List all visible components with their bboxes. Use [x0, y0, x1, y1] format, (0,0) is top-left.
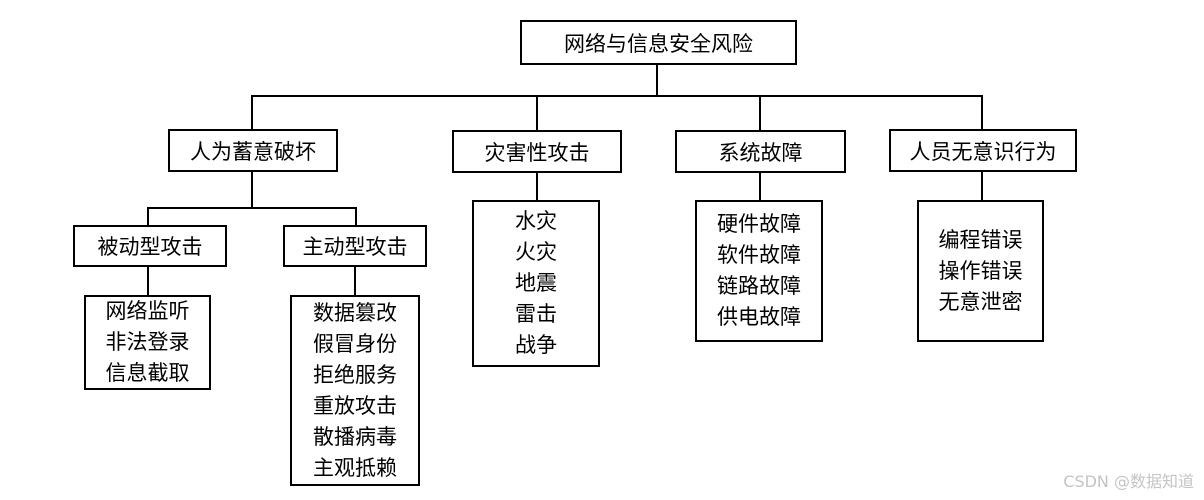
- connector-drop-unintentional: [981, 95, 983, 131]
- list-item: 硬件故障: [717, 212, 801, 236]
- list-item: 编程错误: [938, 227, 1023, 252]
- csdn-watermark: CSDN @数据知道: [1063, 472, 1194, 491]
- list-item: 战争: [515, 333, 557, 357]
- node-root-title: 网络与信息安全风险: [520, 20, 797, 65]
- node-system-failure: 系统故障: [675, 130, 846, 173]
- connector-root-down: [656, 65, 658, 97]
- connector-level2-bar: [147, 207, 357, 209]
- list-item: 雷击: [515, 302, 557, 326]
- connector-unintentional-down: [981, 172, 983, 200]
- connector-passive-down: [147, 267, 149, 295]
- connector-active-down: [354, 267, 356, 295]
- list-item: 数据篡改: [313, 300, 397, 325]
- node-unintentional-examples: 编程错误 操作错误 无意泄密: [917, 200, 1044, 342]
- connector-drop-passive: [147, 207, 149, 225]
- node-unintentional-behavior: 人员无意识行为: [889, 129, 1077, 172]
- connector-drop-deliberate: [251, 95, 253, 131]
- node-active-attack-examples: 数据篡改 假冒身份 拒绝服务 重放攻击 散播病毒 主观抵赖: [290, 295, 420, 486]
- node-disaster-examples: 水灾 火灾 地震 雷击 战争: [472, 200, 600, 367]
- connector-level1-bar: [251, 95, 983, 97]
- node-unintentional-label: 人员无意识行为: [909, 139, 1057, 164]
- list-item: 主观抵赖: [313, 455, 397, 480]
- node-deliberate-label: 人为蓄意破坏: [190, 139, 316, 164]
- node-passive-attack: 被动型攻击: [73, 225, 227, 267]
- node-passive-label: 被动型攻击: [97, 235, 203, 259]
- node-system-failure-examples: 硬件故障 软件故障 链路故障 供电故障: [695, 200, 823, 342]
- node-sysfail-label: 系统故障: [718, 140, 803, 165]
- node-passive-attack-examples: 网络监听 非法登录 信息截取: [84, 295, 211, 390]
- list-item: 无意泄密: [938, 289, 1023, 314]
- list-item: 重放攻击: [313, 393, 397, 418]
- list-item: 散播病毒: [313, 424, 397, 449]
- connector-disaster-down: [536, 173, 538, 200]
- list-item: 拒绝服务: [313, 362, 397, 387]
- list-item: 水灾: [515, 209, 557, 233]
- list-item: 火灾: [515, 240, 557, 264]
- list-item: 软件故障: [717, 243, 801, 267]
- list-item: 链路故障: [717, 274, 801, 298]
- node-deliberate-sabotage: 人为蓄意破坏: [168, 129, 338, 172]
- list-item: 操作错误: [938, 258, 1023, 283]
- node-active-label: 主动型攻击: [302, 235, 408, 259]
- list-item: 信息截取: [105, 361, 190, 385]
- connector-drop-active: [355, 207, 357, 225]
- connector-drop-sysfail: [759, 95, 761, 132]
- node-disaster-label: 灾害性攻击: [484, 140, 590, 165]
- list-item: 假冒身份: [313, 331, 397, 356]
- list-item: 网络监听: [105, 299, 190, 323]
- connector-deliberate-down: [251, 172, 253, 209]
- list-item: 供电故障: [717, 305, 801, 329]
- connector-drop-disaster: [536, 95, 538, 132]
- node-active-attack: 主动型攻击: [283, 225, 427, 267]
- connector-sysfail-down: [759, 173, 761, 200]
- list-item: 非法登录: [105, 330, 190, 354]
- node-root-label: 网络与信息安全风险: [564, 31, 753, 56]
- node-disaster-attack: 灾害性攻击: [452, 130, 622, 173]
- list-item: 地震: [515, 271, 557, 295]
